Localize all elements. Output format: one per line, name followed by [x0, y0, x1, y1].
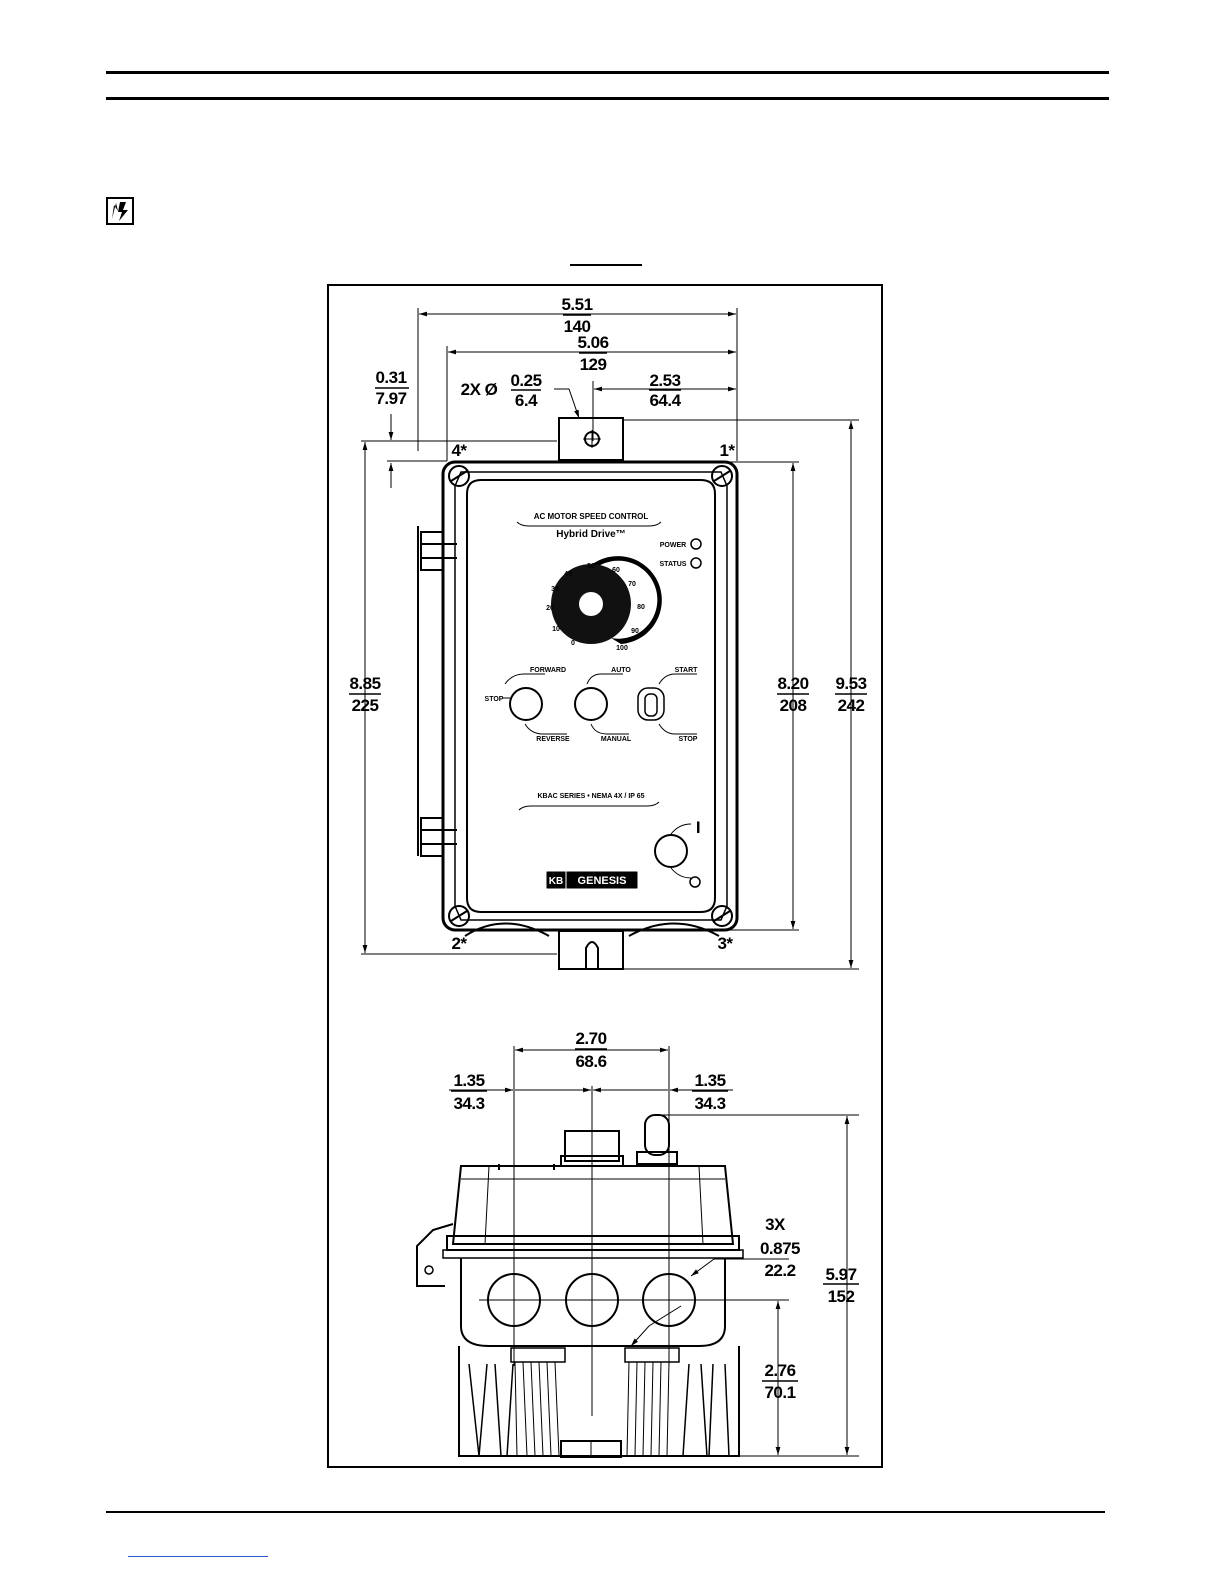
dial-mark-50: 50 — [587, 563, 595, 570]
dim-knockout-mm: 22.2 — [764, 1261, 795, 1280]
dial-mark-60: 60 — [612, 567, 620, 574]
panel-subtitle: Hybrid Drive™ — [556, 529, 625, 540]
dim-knockout-in: 0.875 — [760, 1239, 800, 1258]
dial-mark-20: 20 — [546, 605, 554, 612]
dim-overall-width-in: 5.51 — [561, 295, 592, 314]
power-mark: I — [696, 818, 700, 837]
header-rule-bottom — [106, 97, 1109, 100]
panel-title: AC MOTOR SPEED CONTROL — [534, 512, 649, 521]
control-panel-labels: AC MOTOR SPEED CONTROL Hybrid Drive™ POW… — [485, 512, 701, 887]
dim-body-height-in: 8.20 — [777, 674, 808, 693]
dim-mount-width-in: 5.06 — [577, 333, 608, 352]
dial-mark-30: 30 — [551, 586, 559, 593]
corner-label-1: 1* — [719, 441, 735, 460]
stop-right-label: STOP — [679, 736, 698, 743]
dim-body-height-mm: 208 — [780, 696, 807, 715]
front-view-dim-labels: 5.51 140 5.06 129 0.31 7.97 2X Ø 0.25 6.… — [349, 295, 867, 953]
logo-kb: KB — [549, 876, 563, 887]
auto-label: AUTO — [611, 667, 631, 674]
corner-screw — [448, 465, 733, 927]
dial-mark-80: 80 — [637, 604, 645, 611]
dim-hole-offset-mm: 64.4 — [649, 391, 681, 410]
dim-hole-height-mm: 70.1 — [764, 1383, 795, 1402]
start-label: START — [675, 667, 699, 674]
side-view-dim-labels: 2.70 68.6 1.35 34.3 1.35 34.3 3X 0.875 2… — [451, 1029, 859, 1402]
dim-hole-dia-prefix: 2X Ø — [461, 380, 498, 399]
reverse-label: REVERSE — [536, 736, 570, 743]
dim-left-offset-mm: 34.3 — [453, 1094, 484, 1113]
manual-label: MANUAL — [601, 736, 632, 743]
dim-mount-width-mm: 129 — [580, 355, 607, 374]
corner-label-2: 2* — [451, 934, 467, 953]
dim-mount-height-mm: 225 — [352, 696, 379, 715]
forward-label: FORWARD — [530, 667, 566, 674]
dim-hole-dia-mm: 6.4 — [515, 391, 538, 410]
dial-mark-40: 40 — [564, 571, 572, 578]
side-view — [416, 1046, 859, 1458]
dim-knockout-prefix: 3X — [765, 1215, 786, 1234]
dim-hole-offset-in: 2.53 — [649, 371, 680, 390]
dim-mount-height-in: 8.85 — [349, 674, 380, 693]
led-status-label: STATUS — [660, 561, 687, 568]
dim-overall-height-in: 9.53 — [835, 674, 866, 693]
footer-link-underline[interactable] — [128, 1556, 268, 1557]
dial-mark-70: 70 — [628, 581, 636, 588]
warning-icon — [106, 197, 134, 225]
dim-left-offset-in: 1.35 — [453, 1071, 484, 1090]
figure-frame: 5.51 140 5.06 129 0.31 7.97 2X Ø 0.25 6.… — [327, 284, 883, 1468]
front-view — [361, 308, 859, 970]
dim-overall-width-mm: 140 — [564, 317, 591, 336]
figure-label-underline — [570, 264, 642, 266]
dial-mark-100: 100 — [616, 645, 628, 652]
dim-right-offset-in: 1.35 — [694, 1071, 725, 1090]
dial-mark-90: 90 — [631, 628, 639, 635]
footer-rule — [106, 1511, 1105, 1513]
stop-left-label: STOP — [485, 696, 504, 703]
corner-label-3: 3* — [717, 934, 733, 953]
dim-depth-in: 5.97 — [825, 1265, 856, 1284]
dim-hole-dia-in: 0.25 — [510, 371, 541, 390]
dim-hole-spacing-mm: 68.6 — [575, 1052, 606, 1071]
dim-hole-height-in: 2.76 — [764, 1361, 795, 1380]
dial-mark-10: 10 — [552, 626, 560, 633]
dial-mark-0: 0 — [571, 640, 575, 647]
series-label: KBAC SERIES • NEMA 4X / IP 65 — [537, 793, 644, 800]
led-power-label: POWER — [660, 542, 686, 549]
dim-right-offset-mm: 34.3 — [694, 1094, 725, 1113]
dim-depth-mm: 152 — [828, 1287, 855, 1306]
dim-edge-offset-mm: 7.97 — [375, 389, 406, 408]
logo-genesis: GENESIS — [578, 875, 627, 887]
dim-hole-spacing-in: 2.70 — [575, 1029, 606, 1048]
header-rule-top — [106, 71, 1109, 74]
dimension-drawing: 5.51 140 5.06 129 0.31 7.97 2X Ø 0.25 6.… — [349, 295, 867, 1458]
corner-label-4: 4* — [451, 441, 467, 460]
dim-overall-height-mm: 242 — [838, 696, 865, 715]
dim-edge-offset-in: 0.31 — [375, 368, 406, 387]
